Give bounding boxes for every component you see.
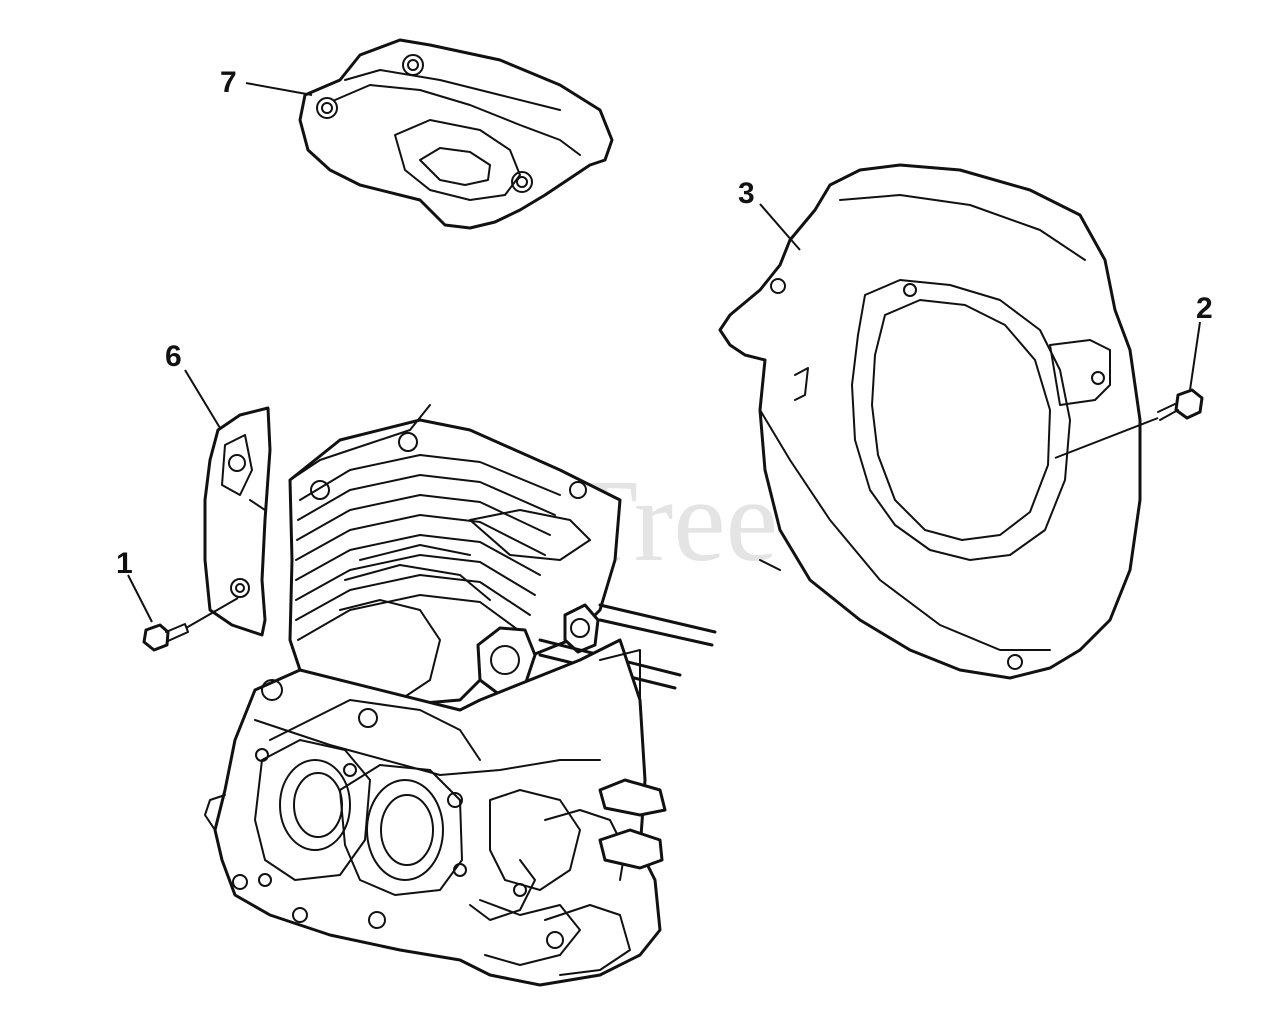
callout-3: 3 xyxy=(738,177,755,210)
callout-7: 7 xyxy=(220,66,237,99)
leader-7 xyxy=(245,82,313,96)
callout-6: 6 xyxy=(165,340,182,373)
part-7-head-plate[interactable] xyxy=(298,38,614,230)
part-1-screw[interactable] xyxy=(142,623,189,652)
leader-3 xyxy=(759,203,801,251)
part-3-blower-housing[interactable] xyxy=(718,163,1142,680)
part-6-side-shield[interactable] xyxy=(203,406,272,637)
engine-block[interactable] xyxy=(204,404,717,987)
part-2-bolt[interactable] xyxy=(1157,388,1204,421)
callout-2: 2 xyxy=(1196,292,1213,325)
leader-1b xyxy=(185,597,239,629)
callout-1: 1 xyxy=(116,547,133,580)
leader-1 xyxy=(127,574,153,623)
leader-6 xyxy=(184,369,221,429)
leader-2 xyxy=(1189,321,1201,391)
leader-2b xyxy=(1054,417,1159,459)
